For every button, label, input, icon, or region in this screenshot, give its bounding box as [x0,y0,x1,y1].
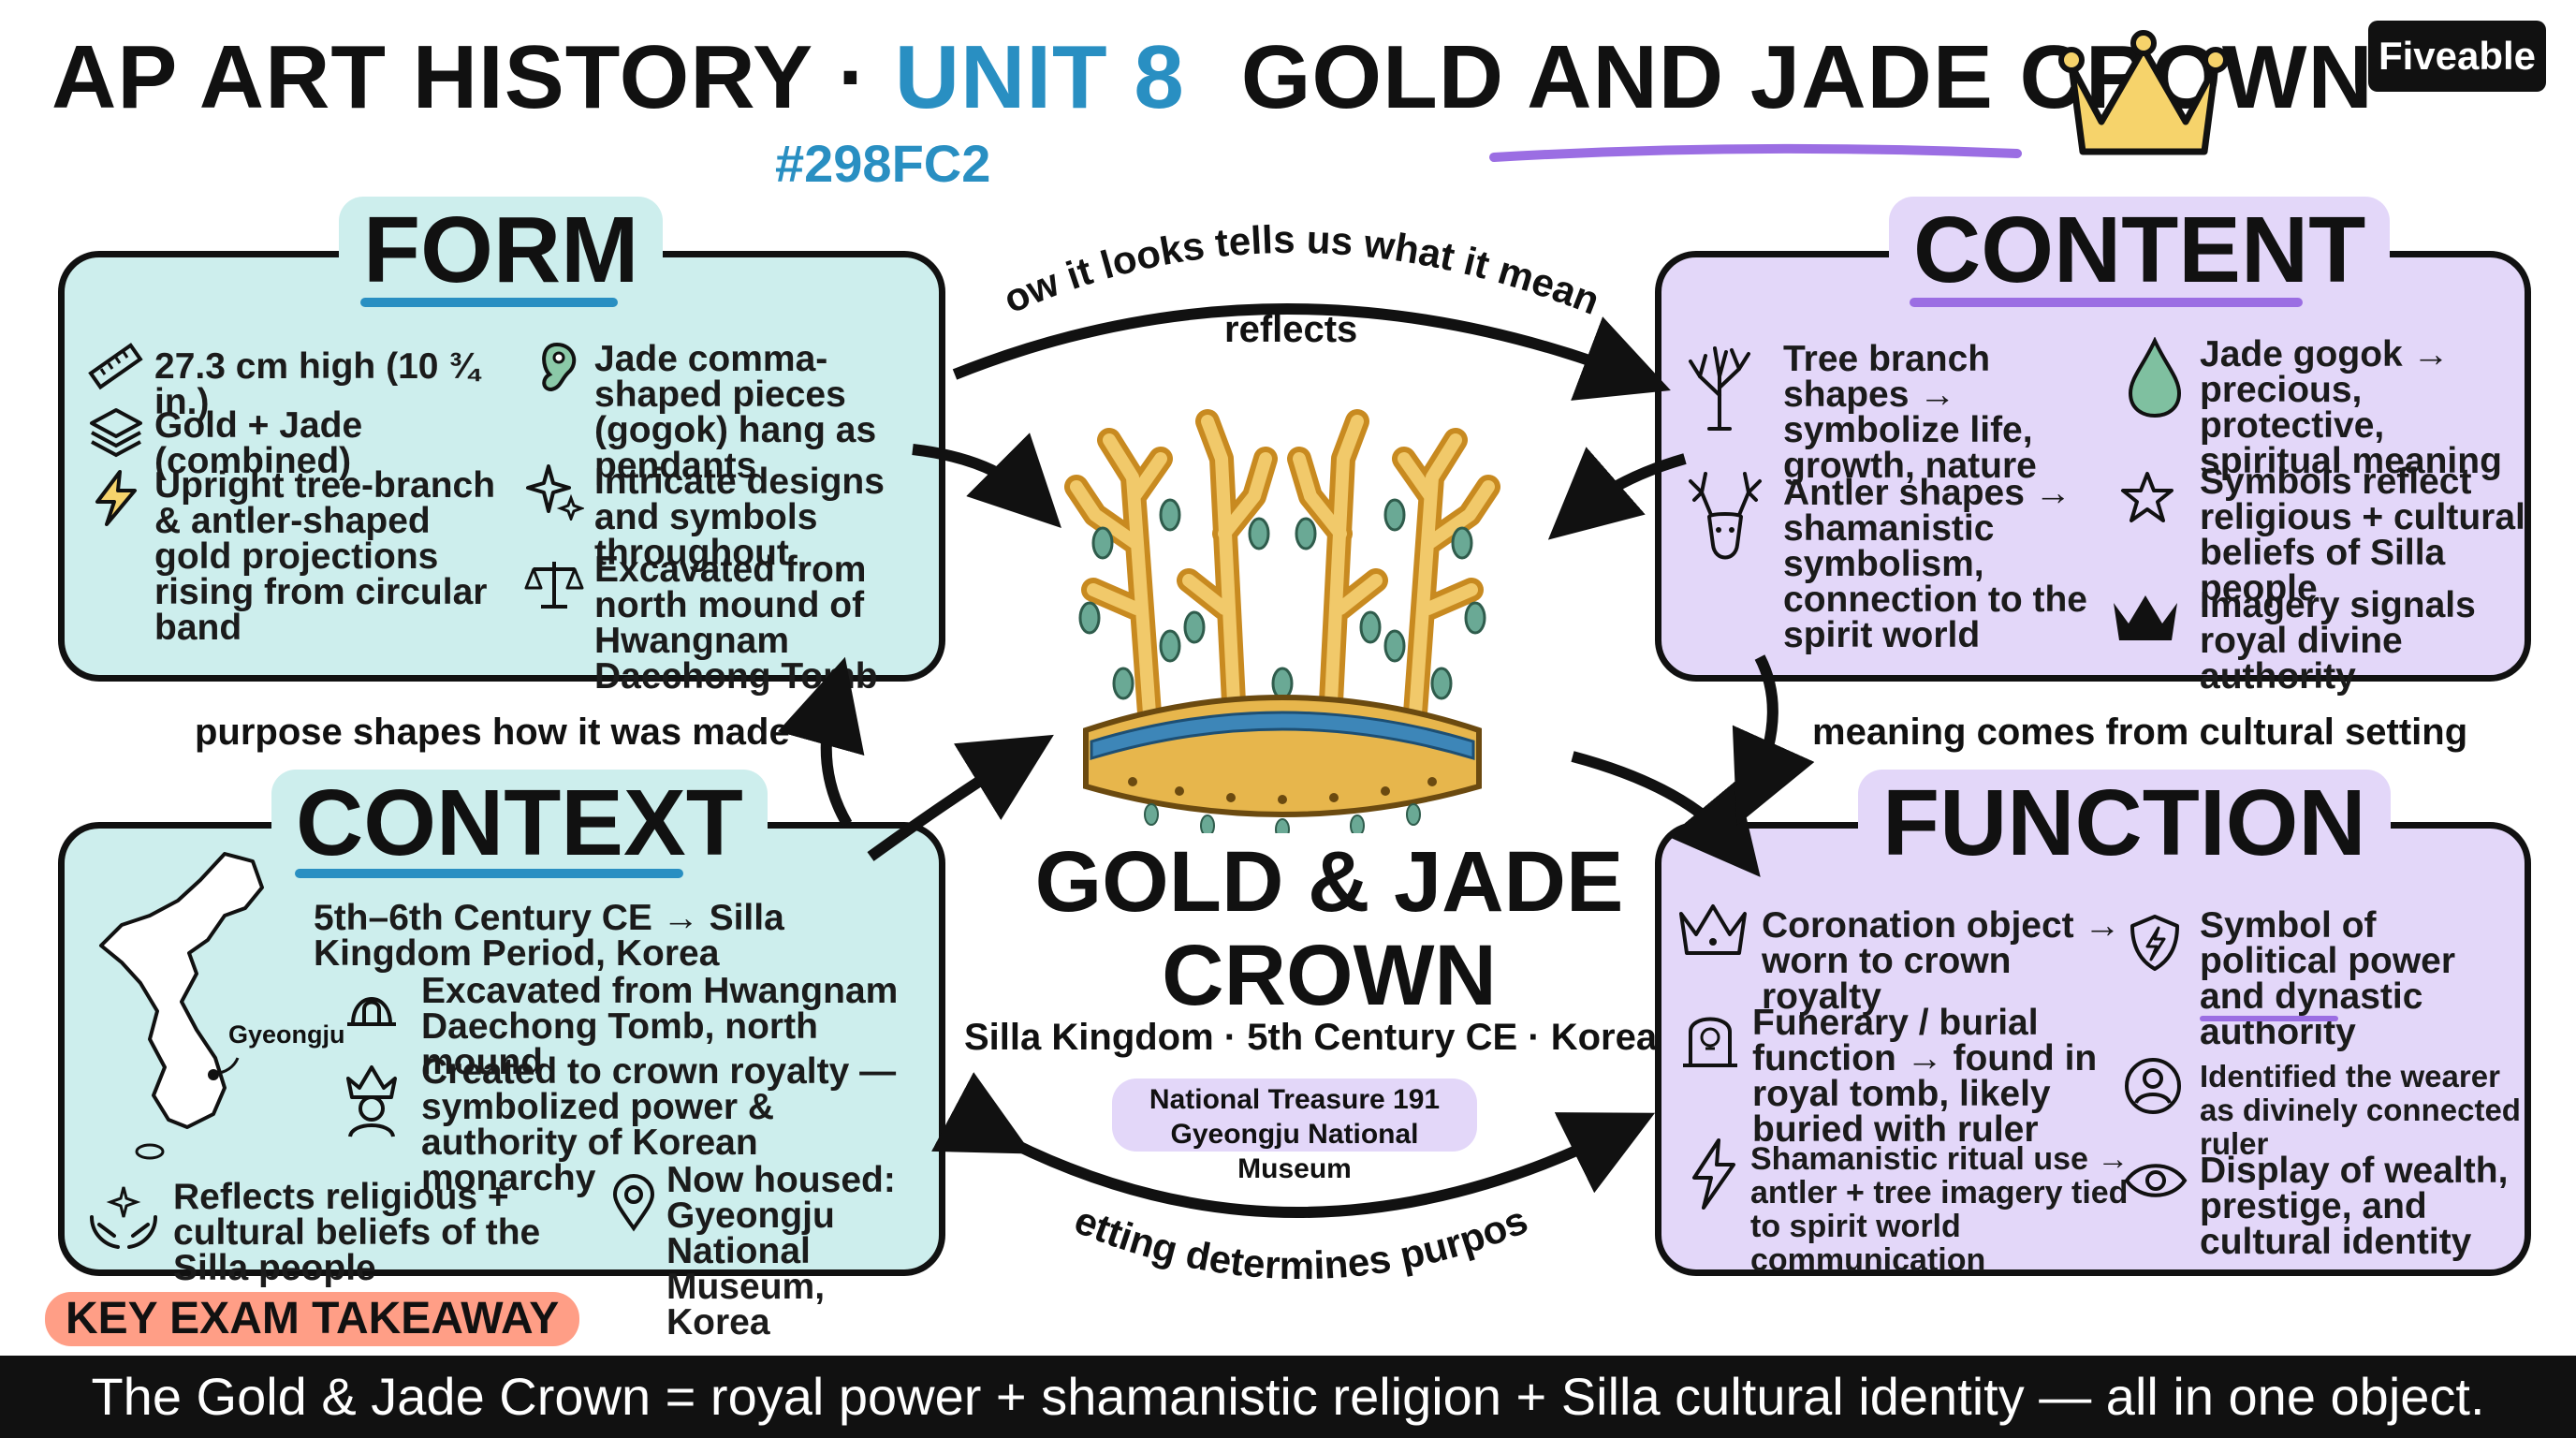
content-symbols: Symbols reflect religious + cultural bel… [2200,462,2525,609]
function-symbol-underline [2200,1016,2338,1021]
scales-icon [524,562,584,609]
jade-comma-icon [542,342,577,392]
form-title-underline [360,298,618,307]
content-title-underline [1910,298,2303,307]
takeaway-banner: The Gold & Jade Crown = royal power + sh… [0,1356,2576,1438]
tree-icon [1689,346,1750,431]
eye-icon [2124,1164,2188,1197]
header-course: AP ART HISTORY · [51,27,895,127]
ruler-icon [88,343,143,390]
function-title: FUNCTION [1858,770,2391,877]
jade-drop-icon [2128,337,2182,418]
function-symbol: Symbol of political power and dynastic a… [2200,905,2456,1052]
hands-sparkle-icon [90,1186,157,1249]
content-jade: Jade gogok → precious, protective, spiri… [2200,334,2502,481]
header-crown-title: GOLD AND JADE CROWN [1240,27,2374,127]
lightning-icon [95,470,137,526]
shield-lightning-icon [2130,915,2179,971]
layers-icon [90,408,142,458]
form-projections: Upright tree-branch & antler-shaped gold… [154,465,496,648]
left-connector-label: purpose shapes how it was made [195,712,790,753]
context-reflects: Reflects religious + cultural beliefs of… [173,1177,541,1288]
key-exam-takeaway-label: KEY EXAM TAKEAWAY [45,1292,580,1346]
form-jade-pieces: Jade comma-shaped pieces (gogok) hang as… [594,339,877,486]
ritual-lightning-icon [1692,1138,1735,1210]
top-arc-label: how it looks tells us what it means [0,0,1605,323]
form-materials: Gold + Jade (combined) [154,405,363,481]
right-connector-label: meaning comes from cultural setting [1812,712,2468,753]
crown-icon [2114,595,2177,640]
deer-icon [1689,472,1762,560]
content-tree: Tree branch shapes → symbolize life, gro… [1783,339,2037,486]
crown-icon [2058,30,2229,155]
context-housed: Now housed: Gyeongju National Museum, Ko… [666,1160,896,1343]
fiveable-logo: Fiveable [2368,21,2546,92]
form-panel [58,251,945,682]
function-panel [1655,822,2531,1276]
tomb-icon [347,997,396,1026]
location-pin-icon [612,1173,655,1232]
context-period: 5th–6th Century CE → Silla Kingdom Perio… [314,898,784,974]
context-title: CONTEXT [271,770,768,877]
content-antler: Antler shapes → shamanistic symbolism, c… [1783,473,2087,655]
content-imagery: Imagery signals royal divine authority [2200,585,2476,697]
function-funerary: Funerary / burial function → found in ro… [1752,1003,2098,1150]
header-unit: UNIT 8 [894,27,1185,127]
person-icon [2125,1058,2181,1114]
header-hex-code: #298FC2 [775,134,991,193]
context-title-underline [295,869,683,878]
badge-line-2: Gyeongju National Museum [1170,1119,1419,1184]
form-designs: Intricate designs and symbols throughout [594,462,885,573]
header-title: AP ART HISTORY · UNIT 8 GOLD AND JADE CRO… [51,26,2374,129]
star-icon [2121,472,2174,522]
form-title: FORM [339,197,664,304]
center-title: GOLD & JADE CROWN [1034,834,1624,1023]
function-shamanistic: Shamanistic ritual use → antler + tree i… [1750,1141,2130,1278]
function-coronation: Coronation object → worn to crown royalt… [1762,905,2121,1017]
king-icon [346,1065,397,1137]
gold-jade-crown-illustration [1064,409,1500,833]
coronation-crown-icon [1679,904,1747,955]
map-label-gyeongju: Gyeongju [228,1020,345,1049]
reflects-label: reflects [1224,309,1358,350]
korea-map-icon [99,852,264,1160]
function-display: Display of wealth, prestige, and cultura… [2200,1151,2509,1262]
form-height: 27.3 cm high (10 ¾ in.) [154,346,479,422]
context-excavated: Excavated from Hwangnam Daechong Tomb, n… [421,971,899,1082]
context-created: Created to crown royalty — symbolized po… [421,1051,897,1198]
center-subtitle: Silla Kingdom · 5th Century CE · Korea [964,1017,1658,1058]
function-identified: Identified the wearer as divinely connec… [2200,1059,2521,1161]
gravestone-icon [1683,1017,1737,1067]
title-underline [1489,143,2022,162]
content-title: CONTENT [1889,197,2391,304]
museum-badge: National Treasure 191 Gyeongju National … [1112,1078,1477,1184]
badge-line-1: National Treasure 191 [1149,1084,1441,1115]
sparkle-icon [526,464,584,521]
